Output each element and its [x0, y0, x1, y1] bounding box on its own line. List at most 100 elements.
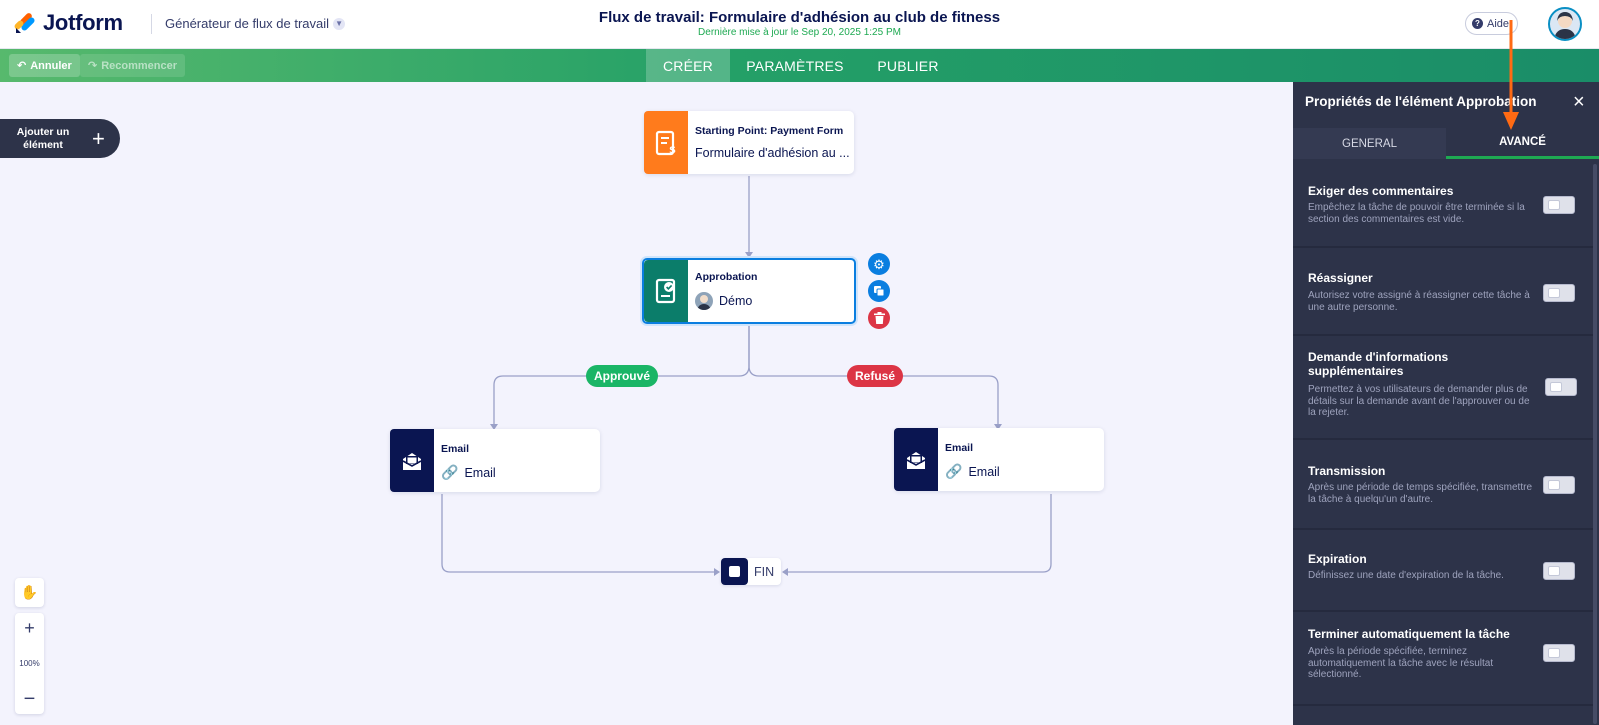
stop-icon [721, 558, 748, 585]
tab-settings[interactable]: PARAMÈTRES [746, 57, 844, 74]
undo-button[interactable]: ↶ Annuler [9, 54, 80, 77]
help-label: Aide [1487, 17, 1510, 30]
redo-label: Recommencer [101, 59, 178, 72]
email-node-left[interactable]: Email 🔗 Email [390, 429, 600, 492]
email-left-label: Email [441, 443, 470, 455]
link-icon: 🔗 [441, 464, 459, 480]
gear-icon: ⚙ [873, 256, 885, 272]
node-delete-button[interactable] [868, 307, 890, 329]
email-right-label: Email [945, 442, 974, 454]
builder-switcher[interactable]: Générateur de flux de travail ▼ [165, 16, 346, 31]
branch-refused-badge[interactable]: Refusé [847, 365, 903, 387]
toggle-reassign[interactable] [1543, 284, 1575, 302]
zoom-level: 100% [19, 659, 40, 668]
setting-reassign: Réassigner Autorisez votre assigné à réa… [1293, 248, 1593, 336]
zoom-in-button[interactable]: + [24, 618, 35, 638]
setting-title: Terminer automatiquement la tâche [1308, 627, 1510, 641]
setting-forwarding: Transmission Après une période de temps … [1293, 440, 1593, 530]
setting-desc: Définissez une date d'expiration de la t… [1308, 570, 1504, 581]
node-settings-button[interactable]: ⚙ [868, 253, 890, 275]
annotation-arrow [1503, 20, 1519, 130]
hand-icon: ✋ [20, 584, 39, 600]
start-node[interactable]: $ Starting Point: Payment Form Formulair… [644, 111, 854, 174]
top-header: Jotform Générateur de flux de travail ▼ … [0, 0, 1599, 49]
close-icon[interactable]: × [1573, 91, 1585, 113]
setting-desc: Après la période spécifiée, terminez aut… [1308, 646, 1494, 680]
add-element-label: Ajouter un élément [16, 125, 70, 151]
title-block: Flux de travail: Formulaire d'adhésion a… [0, 9, 1599, 38]
tab-advanced[interactable]: AVANCÉ [1446, 128, 1599, 159]
tab-create[interactable]: CRÉER [646, 49, 730, 82]
setting-desc: Permettez à vos utilisateurs de demander… [1308, 384, 1530, 418]
approval-icon [644, 260, 688, 322]
svg-text:$: $ [669, 145, 676, 156]
approval-node[interactable]: Approbation Démo [642, 258, 856, 324]
setting-desc: Après une période de temps spécifiée, tr… [1308, 482, 1533, 505]
user-avatar[interactable] [1548, 7, 1582, 41]
email-right-value: Email [968, 464, 1000, 479]
logo-text: Jotform [43, 10, 123, 35]
add-element-button[interactable]: Ajouter un élément + [0, 119, 120, 158]
setting-request-info: Demande d'informations supplémentaires P… [1293, 336, 1593, 440]
properties-panel: Propriétés de l'élément Approbation × GE… [1293, 82, 1599, 725]
setting-auto-complete: Terminer automatiquement la tâche Après … [1293, 612, 1593, 706]
tab-publish[interactable]: PUBLIER [877, 57, 939, 74]
branch-approved-badge[interactable]: Approuvé [586, 365, 658, 387]
toggle-auto-complete[interactable] [1543, 644, 1575, 662]
trash-icon [873, 312, 885, 324]
builder-navbar: ↶ Annuler ↷ Recommencer CRÉER PARAMÈTRES… [0, 49, 1599, 82]
email-node-right[interactable]: Email 🔗 Email [894, 428, 1104, 491]
panel-scrollbar[interactable] [1593, 164, 1597, 724]
start-node-value: Formulaire d'adhésion au ... [695, 146, 850, 160]
setting-require-comments: Exiger des commentaires Empêchez la tâch… [1293, 166, 1593, 248]
start-node-label: Starting Point: Payment Form [695, 125, 844, 137]
jotform-logo[interactable]: Jotform [14, 10, 123, 36]
email-left-value: Email [464, 465, 496, 480]
end-node[interactable]: FIN [721, 558, 782, 585]
toggle-require-comments[interactable] [1543, 196, 1575, 214]
node-duplicate-button[interactable] [868, 280, 890, 302]
setting-desc: Empêchez la tâche de pouvoir être termin… [1308, 202, 1525, 225]
assignee-avatar-icon [695, 292, 713, 310]
question-icon: ? [1472, 18, 1483, 29]
builder-label: Générateur de flux de travail [165, 16, 330, 31]
setting-title: Transmission [1308, 464, 1386, 478]
zoom-controls: + 100% − [15, 613, 44, 714]
setting-desc: Autorisez votre assigné à réassigner cet… [1308, 290, 1530, 313]
email-envelope-icon [894, 428, 938, 491]
avatar-icon [1554, 12, 1576, 39]
page-title: Flux de travail: Formulaire d'adhésion a… [598, 9, 1001, 26]
zoom-out-button[interactable]: − [23, 688, 36, 710]
pan-tool-button[interactable]: ✋ [15, 578, 44, 607]
setting-title: Réassigner [1308, 271, 1373, 285]
header-divider [151, 14, 152, 34]
redo-button[interactable]: ↷ Recommencer [80, 54, 186, 77]
chevron-down-icon: ▼ [333, 17, 346, 30]
toggle-forwarding[interactable] [1543, 476, 1575, 494]
plus-icon: + [92, 125, 105, 151]
setting-title: Exiger des commentaires [1308, 184, 1454, 198]
undo-icon: ↶ [17, 60, 27, 72]
setting-expiration: Expiration Définissez une date d'expirat… [1293, 530, 1593, 612]
undo-label: Annuler [30, 59, 72, 72]
end-label: FIN [754, 564, 775, 579]
tab-general[interactable]: GENERAL [1342, 137, 1397, 150]
approval-node-label: Approbation [695, 271, 758, 283]
redo-icon: ↷ [88, 60, 98, 72]
toggle-expiration[interactable] [1543, 562, 1575, 580]
jotform-logo-icon [14, 13, 35, 33]
email-envelope-icon [390, 429, 434, 492]
workflow-canvas[interactable] [0, 82, 1293, 725]
help-button[interactable]: ? Aide [1465, 12, 1519, 35]
panel-title: Propriétés de l'élément Approbation [1305, 94, 1537, 109]
panel-tabs: GENERAL AVANCÉ [1293, 128, 1599, 159]
setting-title: Demande d'informations supplémentaires [1308, 350, 1449, 378]
last-updated: Dernière mise à jour le Sep 20, 2025 1:2… [698, 27, 901, 38]
duplicate-icon [874, 286, 885, 297]
link-icon: 🔗 [945, 463, 963, 479]
toggle-request-info[interactable] [1545, 378, 1577, 396]
approval-node-value: Démo [719, 294, 753, 308]
setting-title: Expiration [1308, 552, 1367, 566]
payment-form-icon: $ [644, 111, 688, 174]
connector-lines [441, 176, 1052, 576]
